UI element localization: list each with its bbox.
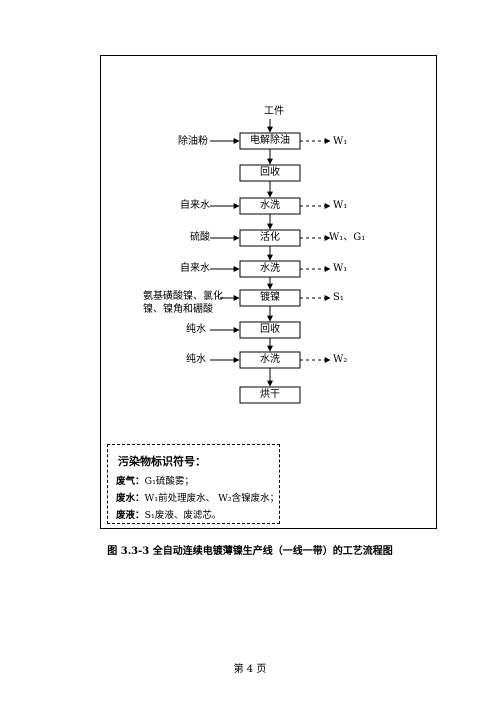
legend-water-label: 废水： [116, 493, 145, 504]
input-pure-water-2: 纯水 [186, 354, 206, 365]
legend-water-text: W₁前处理废水、 W₂含镍废水； [144, 493, 280, 504]
input-degreasing-powder: 除油粉 [178, 136, 208, 147]
pollutant-legend: 污染物标识符号： 废气：G₁硫酸雾； 废水：W₁前处理废水、 W₂含镍废水； 废… [107, 444, 280, 524]
input-sulfuric-acid: 硫酸 [190, 232, 210, 243]
output-w1-wash-2: W₁ [333, 263, 348, 274]
legend-gas: 废气：G₁硫酸雾； [116, 473, 194, 487]
legend-liquid-text: S₁废液、废滤芯。 [144, 510, 222, 521]
input-pure-water-1: 纯水 [186, 324, 206, 335]
legend-gas-label: 废气： [116, 476, 145, 487]
legend-liquid-label: 废液： [116, 510, 145, 521]
step-electrolytic-degreasing: 电解除油 [250, 135, 290, 146]
output-s1-plating: S₁ [333, 292, 344, 303]
figure-caption: 图 3.3-3 全自动连续电镀薄镍生产线（一线一带）的工艺流程图 [107, 546, 393, 557]
step-nickel-plating: 镀镍 [260, 292, 280, 303]
step-recovery-1: 回收 [260, 167, 280, 178]
output-w1-g1-activation: W₁、G₁ [329, 232, 366, 243]
step-drying: 烘干 [260, 389, 280, 400]
page-number: 第 4 页 [233, 664, 267, 675]
legend-liquid: 废液：S₁废液、废滤芯。 [116, 507, 221, 521]
figure-frame [100, 55, 437, 529]
legend-title: 污染物标识符号： [118, 455, 206, 468]
legend-gas-text: G₁硫酸雾； [144, 476, 194, 487]
input-tap-water-2: 自来水 [180, 263, 210, 274]
input-tap-water-1: 自来水 [180, 200, 210, 211]
step-water-wash-3: 水洗 [260, 354, 280, 365]
legend-water: 废水：W₁前处理废水、 W₂含镍废水； [116, 490, 279, 504]
output-w1-degreasing: W₁ [333, 136, 348, 147]
step-activation: 活化 [260, 232, 280, 243]
input-plating-chemicals: 氨基磺酸镍、氯化镍、镍角和硼酸 [143, 291, 223, 315]
step-recovery-2: 回收 [260, 324, 280, 335]
process-box-9 [239, 386, 301, 404]
step-water-wash-1: 水洗 [260, 200, 280, 211]
step-water-wash-2: 水洗 [260, 263, 280, 274]
input-label: 工件 [264, 106, 284, 117]
output-w2-wash-3: W₂ [333, 354, 348, 365]
output-w1-wash-1: W₁ [333, 200, 348, 211]
